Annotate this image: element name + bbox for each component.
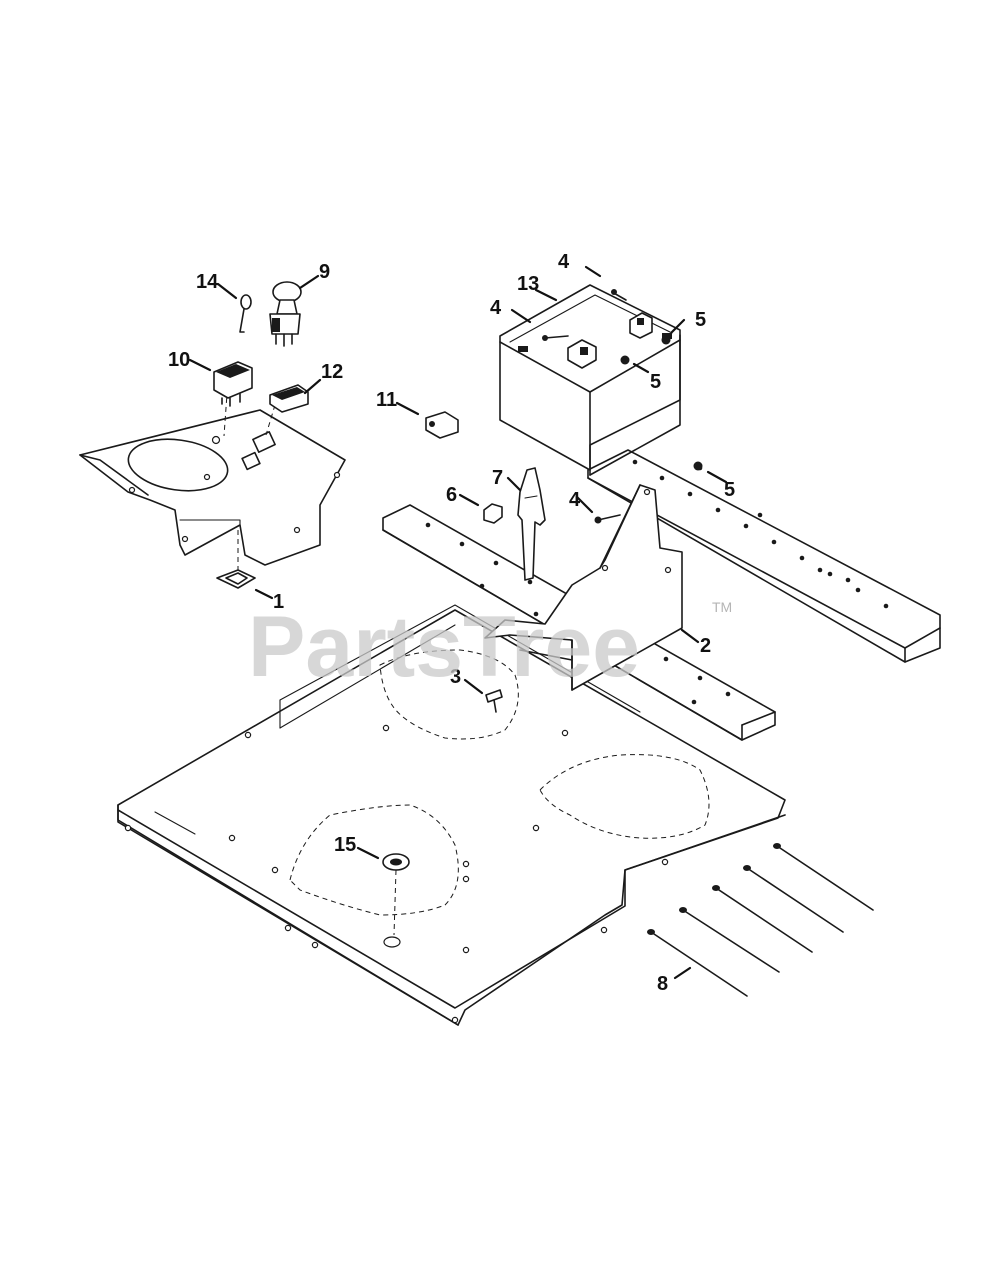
carriage-bolt bbox=[485, 689, 503, 713]
callout-12: 12 bbox=[321, 361, 343, 383]
callout-13: 13 bbox=[517, 273, 539, 295]
callout-11: 11 bbox=[376, 389, 397, 411]
cable-ties bbox=[647, 843, 874, 997]
fuse-holder bbox=[425, 411, 459, 439]
callout-7: 7 bbox=[492, 467, 503, 489]
callout-6: 6 bbox=[446, 484, 457, 506]
rear-frame-rail bbox=[587, 449, 941, 663]
floor-pan bbox=[117, 604, 786, 1026]
callout-5-front-nut: 5 bbox=[650, 371, 661, 393]
callout-2: 2 bbox=[700, 635, 711, 657]
nut-terminal-front bbox=[620, 355, 630, 365]
battery-tray bbox=[484, 484, 683, 691]
callout-15: 15 bbox=[334, 834, 356, 856]
callout-9: 9 bbox=[319, 261, 330, 283]
terminal-bolt-front bbox=[542, 335, 569, 341]
callout-10: 10 bbox=[168, 349, 190, 371]
nut-rail bbox=[693, 461, 703, 471]
ignition-key bbox=[239, 294, 252, 333]
callout-8: 8 bbox=[657, 973, 668, 995]
tray-bolt bbox=[594, 514, 621, 524]
callout-4-front-bolt: 4 bbox=[490, 297, 502, 319]
dash-panel bbox=[79, 379, 346, 570]
callout-1: 1 bbox=[273, 591, 284, 613]
callout-3: 3 bbox=[450, 666, 461, 688]
lock-nut bbox=[483, 503, 503, 524]
bezel bbox=[216, 569, 256, 589]
battery bbox=[499, 284, 681, 476]
callout-4-tray-bolt: 4 bbox=[569, 489, 581, 511]
callout-5-rail-nut: 5 bbox=[724, 479, 735, 501]
terminal-bolt-rear bbox=[611, 289, 627, 301]
watermark: PartsTree TM bbox=[248, 599, 732, 695]
callout-4-rear-bolt: 4 bbox=[558, 251, 570, 273]
callout-5-right-nut: 5 bbox=[695, 309, 706, 331]
ignition-switch bbox=[213, 361, 253, 407]
nut-terminal-right bbox=[661, 335, 671, 345]
pto-switch bbox=[269, 281, 302, 347]
callout-labels: 1 2 3 4 4 4 5 5 5 6 7 8 9 10 11 12 13 14… bbox=[168, 251, 735, 995]
grommet bbox=[382, 853, 410, 948]
hold-down-strap bbox=[517, 467, 546, 581]
callout-14: 14 bbox=[196, 271, 219, 293]
rocker-switch bbox=[269, 384, 309, 413]
callout-leaders bbox=[188, 265, 728, 980]
watermark-text: PartsTree bbox=[248, 599, 640, 695]
watermark-trademark: TM bbox=[712, 599, 732, 615]
